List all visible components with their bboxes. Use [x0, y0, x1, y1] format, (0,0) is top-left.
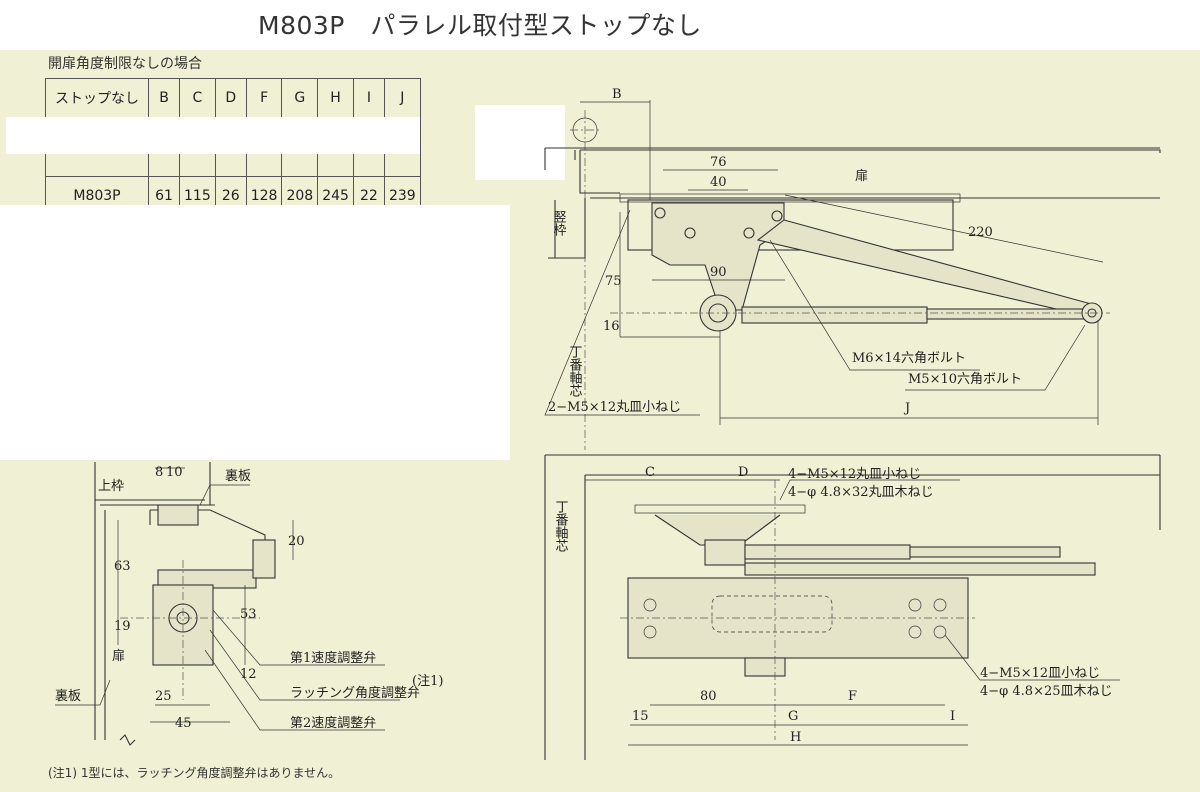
footnote: (注1) 1型には、ラッチング角度調整弁はありません。 — [48, 766, 341, 780]
dim-label: I — [950, 709, 955, 724]
callout: M6×14六角ボルト — [852, 351, 966, 366]
redaction-block — [6, 117, 420, 154]
callout: M5×10六角ボルト — [908, 372, 1022, 387]
dim-label: G — [788, 709, 798, 724]
dim-label: 63 — [114, 559, 131, 574]
table-caption: 開扉角度制限なしの場合 — [48, 56, 202, 72]
dim-label: B — [612, 87, 622, 102]
dim-label: 45 — [175, 716, 192, 731]
table-header: F — [245, 78, 283, 118]
side-view: 8 10 63 19 53 20 12 25 45 上枠 裏板 裏板 扉 第1速… — [55, 462, 443, 746]
upper-frame-label: 上枠 — [98, 479, 124, 494]
dim-label: 8 — [155, 465, 163, 480]
dim-label: H — [790, 730, 801, 745]
callout: 4−φ 4.8×32丸皿木ねじ — [788, 485, 934, 500]
dim-label: 76 — [710, 155, 727, 170]
page-title: M803P パラレル取付型ストップなし — [258, 11, 702, 40]
dim-label: 10 — [166, 465, 183, 480]
dim-label: 90 — [710, 265, 727, 280]
dim-label: J — [903, 401, 910, 416]
redaction-block — [0, 205, 510, 460]
backplate-label: 裏板 — [55, 689, 81, 704]
dim-label: 12 — [240, 667, 257, 682]
dim-label: D — [738, 465, 748, 480]
hinge-axis-label: 丁番軸芯 — [567, 345, 583, 397]
table-header: D — [214, 78, 247, 118]
dim-label: 80 — [700, 689, 717, 704]
dim-label: C — [645, 465, 655, 480]
table-header-row: ストップなし B C D F G H I J — [45, 78, 421, 118]
dim-label: 20 — [288, 534, 305, 549]
front-view: C D 80 F 15 G I H 丁番軸芯 4−M5×12丸皿小ねじ 4−φ … — [544, 454, 1161, 760]
door-label: 扉 — [112, 648, 125, 664]
backplate-label: 裏板 — [225, 469, 251, 484]
callout: 4−M5×12丸皿小ねじ — [788, 467, 921, 482]
dim-label: 15 — [632, 709, 649, 724]
table-header: G — [281, 78, 319, 118]
callout: 4−M5×12皿小ねじ — [980, 666, 1100, 681]
callout: 2−M5×12丸皿小ねじ — [548, 400, 681, 415]
door-label: 扉 — [855, 168, 868, 184]
callout: 第1速度調整弁 — [290, 650, 376, 666]
table-header: J — [383, 78, 421, 118]
dim-label: 53 — [240, 607, 257, 622]
table-header: I — [352, 78, 385, 118]
dim-label: 75 — [605, 274, 622, 289]
callout: ラッチング角度調整弁 — [290, 685, 420, 701]
callout-note-ref: (注1) — [412, 674, 443, 689]
hinge-axis-label: 丁番軸芯 — [553, 500, 569, 552]
callout: 第2速度調整弁 — [290, 715, 376, 731]
dim-label: 16 — [603, 319, 620, 334]
dim-label: 19 — [114, 619, 131, 634]
dim-label: 25 — [155, 689, 172, 704]
frame-label: 竪枠 — [551, 210, 567, 236]
redaction-block — [475, 105, 565, 180]
dim-label: 40 — [710, 175, 727, 190]
dim-label: F — [848, 689, 857, 704]
dim-label: 220 — [968, 225, 993, 240]
callout: 4−φ 4.8×25皿木ねじ — [980, 684, 1113, 699]
top-view: B 76 40 90 220 75 16 J 扉 竪枠 丁番軸芯 M6×14六角… — [544, 87, 1161, 450]
